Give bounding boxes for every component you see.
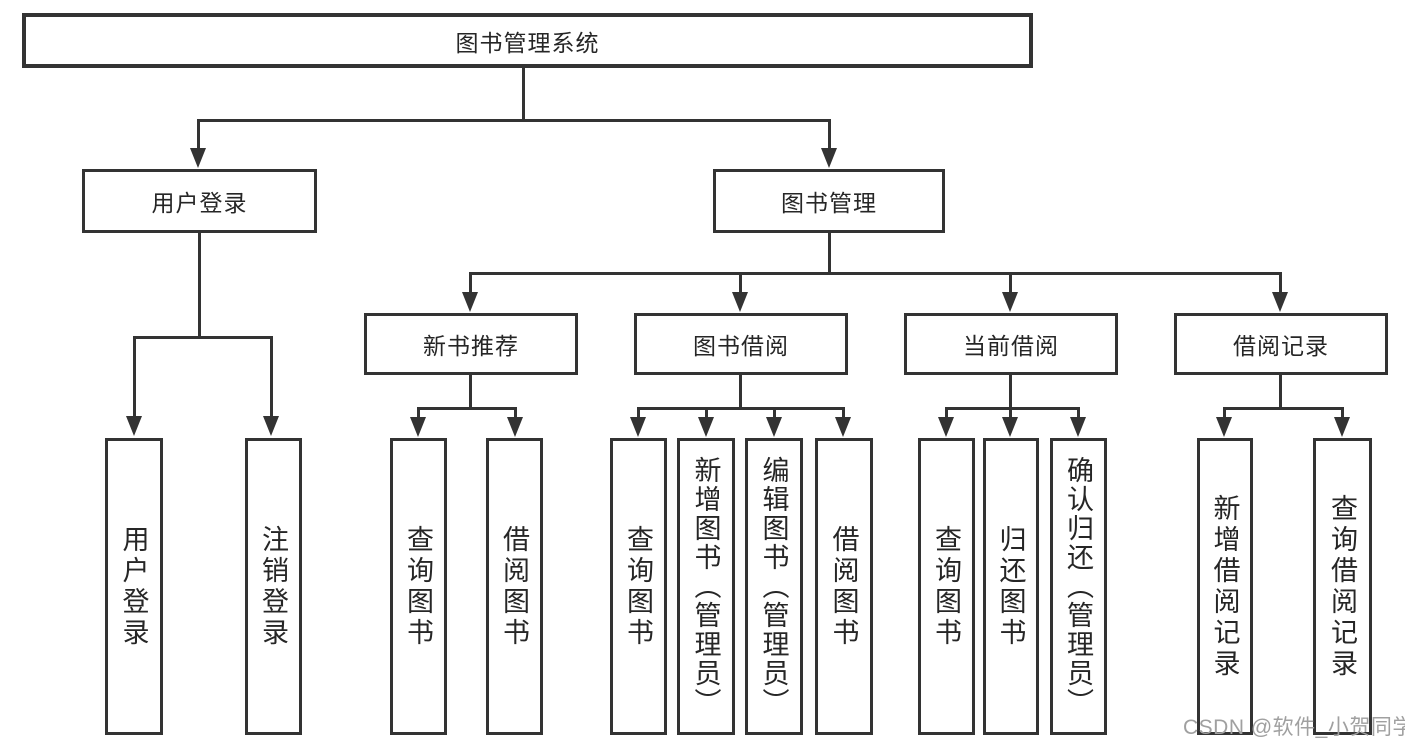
arrowhead-down-icon (1002, 292, 1018, 312)
node-library-system: 图书管理系统 (22, 13, 1033, 68)
leaf-label: 确认归还（管理员） (1063, 456, 1093, 717)
connector-line (469, 272, 1282, 275)
connector-line (469, 272, 472, 293)
arrowhead-down-icon (507, 417, 523, 437)
connector-line (705, 407, 708, 418)
leaf-query-borrow-record: 查询借阅记录 (1313, 438, 1372, 735)
connector-line (197, 119, 200, 150)
arrowhead-down-icon (410, 417, 426, 437)
connector-line (133, 336, 136, 417)
leaf-label: 新增图书（管理员） (690, 456, 721, 717)
node-user-login: 用户登录 (82, 169, 317, 233)
leaf-label: 借阅图书 (499, 524, 529, 649)
leaf-label: 归还图书 (995, 524, 1026, 649)
node-borrow-records: 借阅记录 (1174, 313, 1388, 375)
connector-line (1223, 407, 1226, 418)
connector-line (469, 375, 472, 410)
connector-line (1279, 375, 1282, 410)
arrowhead-down-icon (821, 148, 837, 168)
connector-line (828, 119, 831, 150)
connector-line (842, 407, 845, 418)
arrowhead-down-icon (1216, 417, 1232, 437)
leaf-add-borrow-record: 新增借阅记录 (1197, 438, 1253, 735)
connector-line (270, 336, 273, 417)
csdn-watermark: CSDN @软件_小贺同学 (1183, 716, 1405, 739)
leaf-borrow-book-1: 借阅图书 (486, 438, 543, 735)
connector-line (637, 407, 640, 418)
leaf-label: 用户登录 (118, 524, 149, 649)
connector-line (197, 119, 831, 122)
arrowhead-down-icon (1002, 417, 1018, 437)
arrowhead-down-icon (263, 416, 279, 436)
leaf-label: 查询图书 (931, 524, 961, 649)
node-new-book-recommend: 新书推荐 (364, 313, 578, 375)
leaf-label: 注销登录 (258, 524, 288, 649)
leaf-add-book-admin: 新增图书（管理员） (677, 438, 735, 735)
leaf-edit-book-admin: 编辑图书（管理员） (745, 438, 803, 735)
connector-line (198, 233, 201, 339)
arrowhead-down-icon (630, 417, 646, 437)
arrowhead-down-icon (732, 292, 748, 312)
connector-line (1341, 407, 1344, 418)
connector-line (739, 272, 742, 293)
leaf-label: 查询图书 (623, 524, 653, 649)
connector-line (773, 407, 776, 418)
leaf-label: 查询借阅记录 (1327, 493, 1357, 680)
connector-line (514, 407, 517, 418)
node-book-borrow: 图书借阅 (634, 313, 848, 375)
connector-line (417, 407, 420, 418)
connector-line (828, 233, 831, 275)
connector-line (522, 68, 525, 121)
node-book-management: 图书管理 (713, 169, 945, 233)
leaf-label: 借阅图书 (828, 524, 859, 649)
connector-line (417, 407, 517, 410)
arrowhead-down-icon (1272, 292, 1288, 312)
connector-line (945, 407, 948, 418)
leaf-borrow-book-2: 借阅图书 (815, 438, 873, 735)
connector-line (1279, 272, 1282, 293)
leaf-user-login: 用户登录 (105, 438, 163, 735)
arrowhead-down-icon (126, 416, 142, 436)
arrowhead-down-icon (835, 417, 851, 437)
connector-line (1223, 407, 1343, 410)
leaf-return-book: 归还图书 (983, 438, 1039, 735)
node-current-borrow: 当前借阅 (904, 313, 1118, 375)
arrowhead-down-icon (190, 148, 206, 168)
connector-line (1009, 272, 1012, 293)
arrowhead-down-icon (698, 417, 714, 437)
connector-line (637, 407, 845, 410)
leaf-query-book-3: 查询图书 (918, 438, 975, 735)
leaf-query-book-2: 查询图书 (610, 438, 667, 735)
connector-line (1009, 407, 1012, 418)
arrowhead-down-icon (1334, 417, 1350, 437)
connector-line (739, 375, 742, 410)
connector-line (1077, 407, 1080, 418)
connector-line (1009, 375, 1012, 410)
arrowhead-down-icon (462, 292, 478, 312)
arrowhead-down-icon (1070, 417, 1086, 437)
arrowhead-down-icon (938, 417, 954, 437)
connector-line (133, 336, 273, 339)
arrowhead-down-icon (766, 417, 782, 437)
leaf-label: 查询图书 (403, 524, 433, 649)
connector-line (945, 407, 1079, 410)
leaf-label: 新增借阅记录 (1209, 493, 1240, 680)
leaf-label: 编辑图书（管理员） (758, 456, 789, 717)
leaf-query-book-1: 查询图书 (390, 438, 447, 735)
leaf-logout: 注销登录 (245, 438, 302, 735)
leaf-confirm-return-admin: 确认归还（管理员） (1050, 438, 1107, 735)
